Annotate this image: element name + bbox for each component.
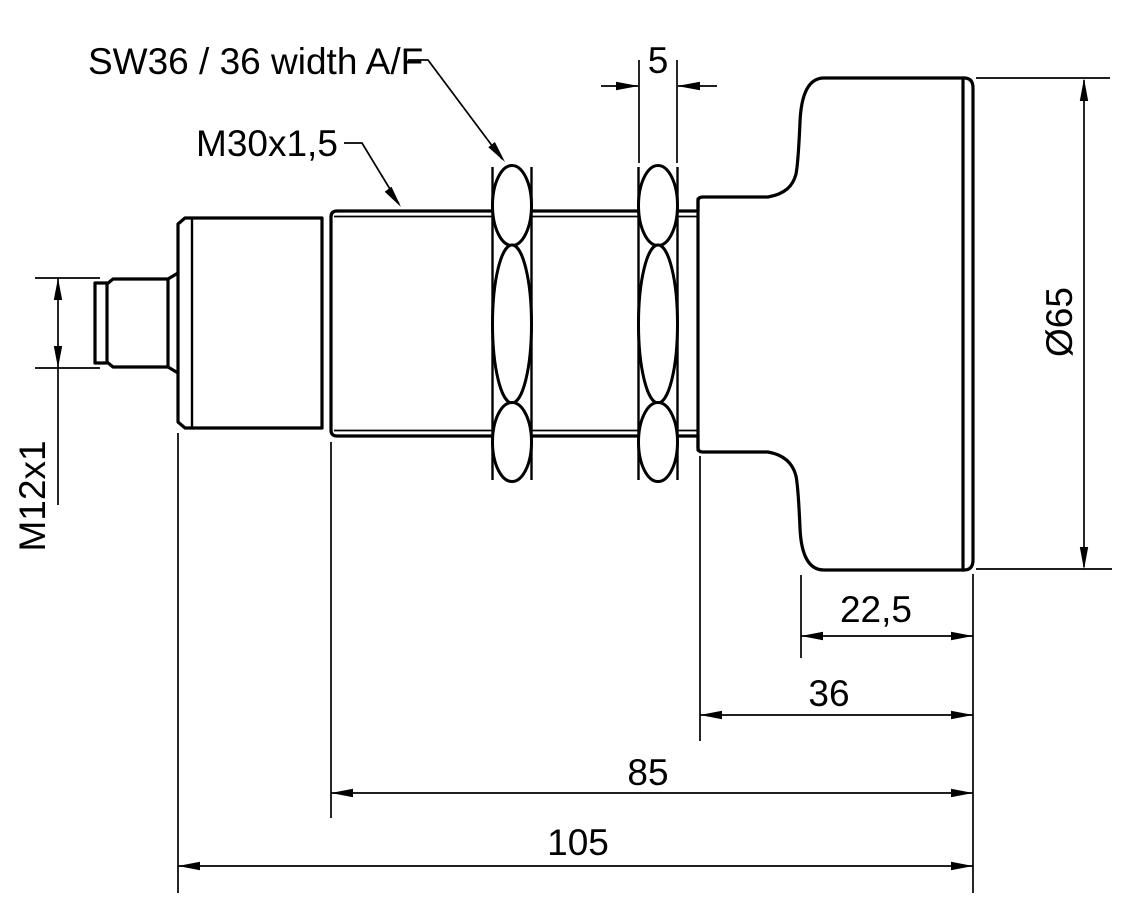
- dim-nut-width-arrow-left: [616, 81, 639, 91]
- connector-taper-bottom: [166, 365, 180, 375]
- dim-head-depth: 22,5: [800, 575, 973, 658]
- dim-36-value: 36: [808, 673, 849, 714]
- dim-nut-width: 5: [601, 40, 717, 163]
- lock-nut-2: [637, 164, 679, 483]
- dim-105-arrow-right: [951, 861, 973, 871]
- dim-85-arrow-right: [951, 788, 973, 798]
- lock-nut-1: [491, 164, 533, 483]
- thread-outline: [329, 209, 700, 438]
- dim-m12-arrow-up: [53, 278, 63, 300]
- connector-end-cap: [93, 281, 109, 365]
- nut2-facet-middle: [637, 243, 679, 405]
- dim-dia-value: Ø65: [1039, 287, 1080, 357]
- leader-mounting-thread: M30x1,5: [196, 123, 401, 207]
- dim-36-arrow-left: [700, 710, 722, 720]
- transducer-rim: [961, 76, 975, 572]
- wrench-size-label: SW36 / 36 width A/F: [88, 41, 423, 82]
- nut1-facet-top: [491, 164, 533, 247]
- dim-overall-length: 105: [177, 433, 973, 893]
- dim-nut-width-value: 5: [648, 40, 669, 81]
- connector-plug: [105, 277, 170, 369]
- dim-dia-arrow-up: [1079, 78, 1089, 101]
- dim-225-arrow-left: [801, 631, 823, 641]
- dim-85-arrow-left: [331, 788, 353, 798]
- nut1-facet-middle: [491, 243, 533, 405]
- dim-head-diameter: Ø65: [976, 77, 1112, 570]
- leader-wrench-line: [408, 59, 503, 160]
- nut2-facet-top: [637, 164, 679, 247]
- connector-taper-top: [166, 271, 180, 281]
- dim-225-arrow-right: [951, 631, 973, 641]
- dim-head-section: 36: [699, 456, 973, 741]
- neck-and-flare-top: [696, 76, 965, 213]
- dim-85-value: 85: [627, 752, 668, 793]
- neck-and-flare-bottom: [696, 434, 965, 572]
- leader-wrench-arrowhead: [488, 142, 505, 162]
- nut2-facet-bottom: [637, 401, 679, 483]
- sensor-body: [176, 216, 324, 430]
- dim-thread-length: 85: [330, 442, 973, 818]
- dim-connector-thread: M12x1: [12, 277, 100, 552]
- dim-105-arrow-left: [178, 861, 200, 871]
- dim-m12-value: M12x1: [12, 440, 53, 551]
- dim-nut-width-arrow-right: [677, 81, 700, 91]
- dim-105-value: 105: [547, 822, 609, 863]
- leader-m30-arrowhead: [384, 186, 401, 207]
- dim-dia-arrow-down: [1079, 547, 1089, 570]
- leader-m30-line: [344, 142, 400, 205]
- dim-m12-arrow-down: [53, 346, 63, 368]
- dim-225-value: 22,5: [840, 589, 912, 630]
- leader-wrench-size: SW36 / 36 width A/F: [88, 41, 505, 162]
- dim-36-arrow-right: [951, 710, 973, 720]
- nut1-facet-bottom: [491, 401, 533, 483]
- part-outline: [93, 76, 975, 572]
- mounting-thread-label: M30x1,5: [196, 123, 338, 164]
